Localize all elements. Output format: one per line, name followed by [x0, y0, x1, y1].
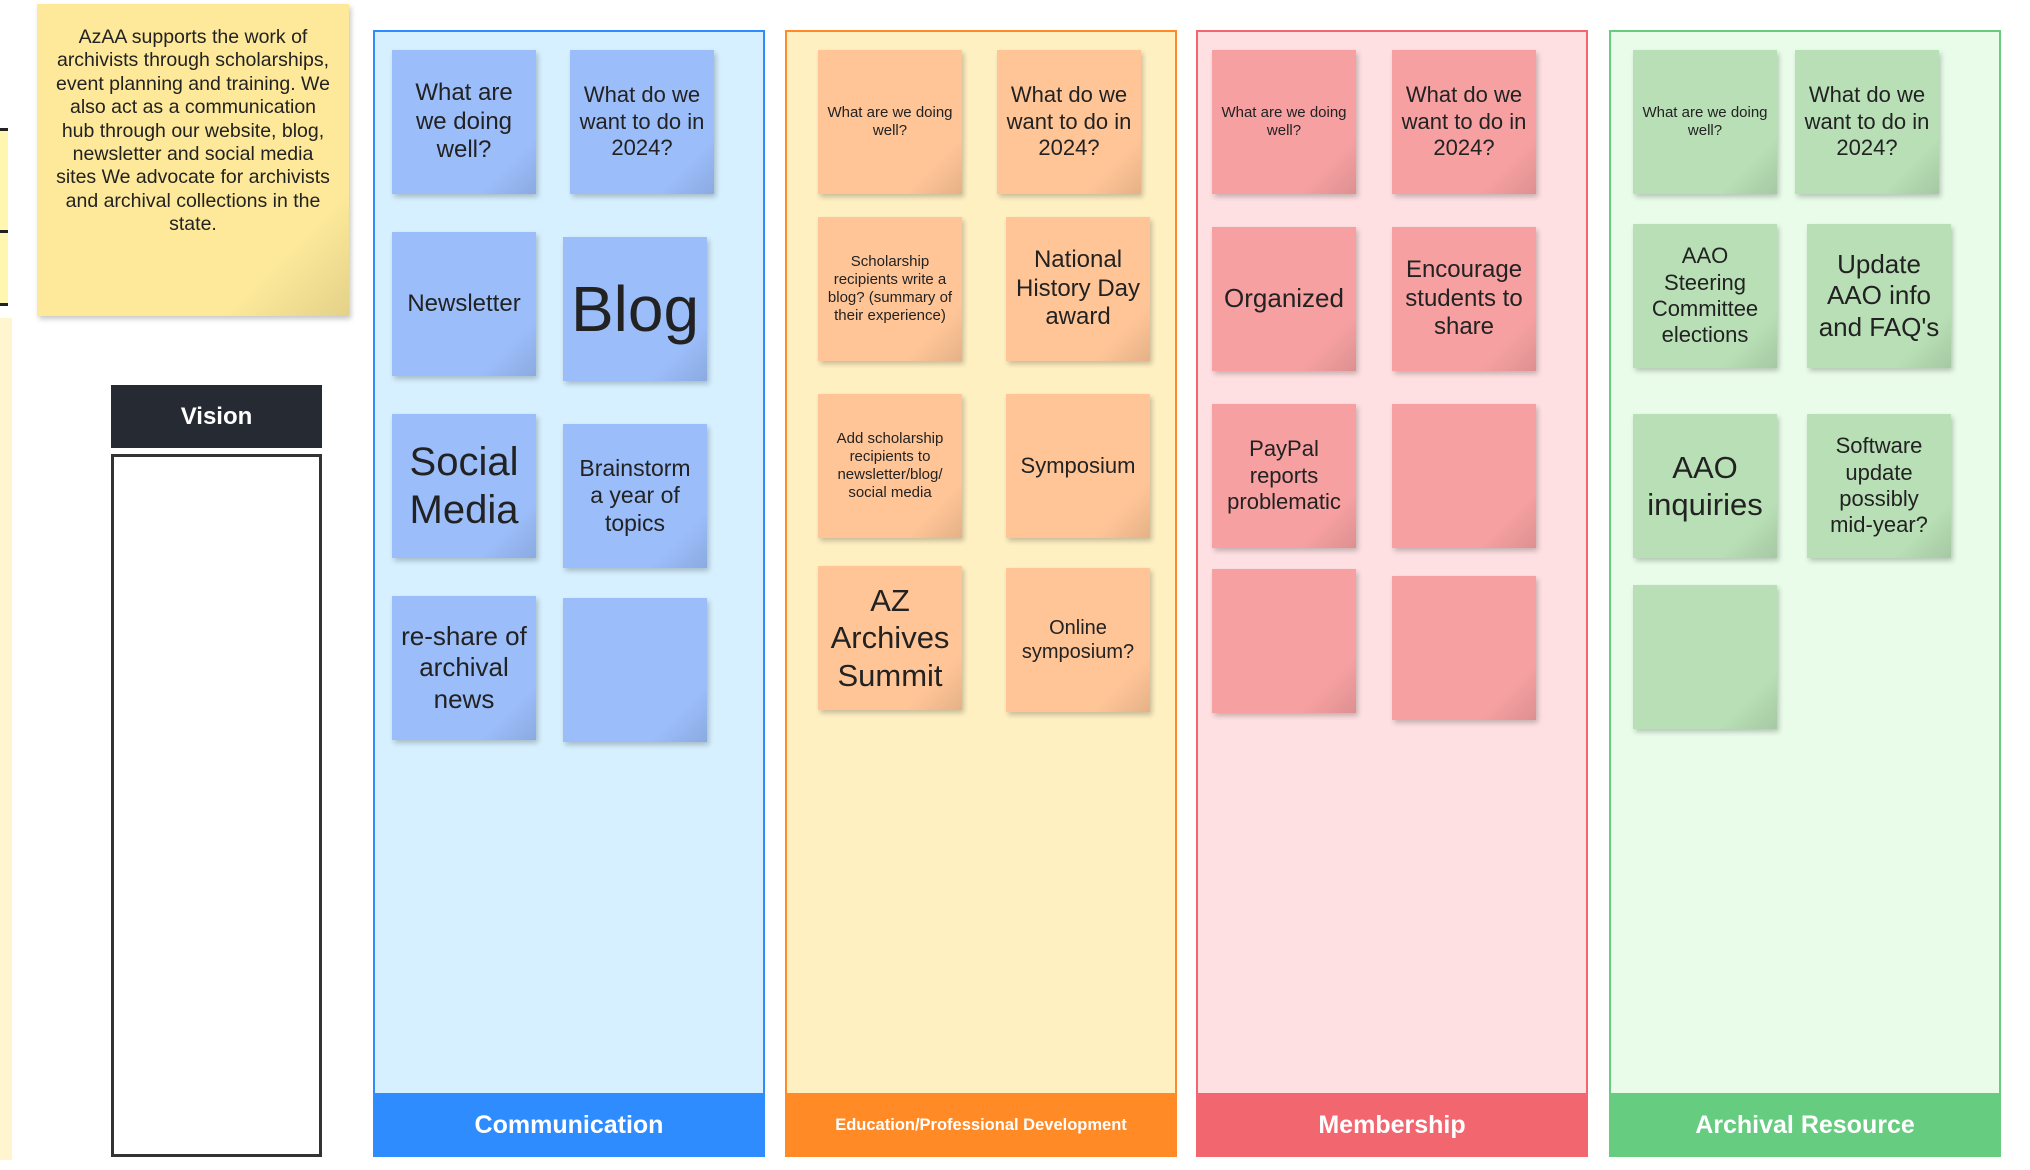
column-communication[interactable]: Communication [373, 30, 765, 1157]
offscreen-frame-edge [0, 128, 8, 306]
sticky-note[interactable]: Online symposium? [1006, 568, 1150, 712]
column-footer-archival-resource: Archival Resource [1609, 1093, 2001, 1157]
sticky-note[interactable]: Brainstorm a year of topics [563, 424, 707, 568]
column-title: Communication [474, 1110, 664, 1139]
column-footer-education: Education/Professional Development [785, 1093, 1177, 1157]
sticky-note[interactable]: Social Media [392, 414, 536, 558]
sticky-note-text: Brainstorm a year of topics [579, 454, 691, 536]
sticky-note-text: AZ Archives Summit [830, 583, 950, 693]
sticky-note-text: Organized [1224, 283, 1344, 314]
sticky-note[interactable]: Update AAO info and FAQ's [1807, 224, 1951, 368]
sticky-note[interactable]: What do we want to do in 2024? [570, 50, 714, 194]
sticky-note-empty[interactable] [1392, 576, 1536, 720]
sticky-note-text: What do we want to do in 2024? [1006, 82, 1132, 161]
sticky-note-text: What are we doing well? [827, 104, 953, 139]
sticky-note[interactable]: Blog [563, 237, 707, 381]
sticky-note[interactable]: What are we doing well? [818, 50, 962, 194]
mission-note[interactable]: AzAA supports the work of archivists thr… [37, 4, 349, 316]
sticky-note-text: Encourage students to share [1405, 255, 1523, 341]
sticky-note[interactable]: Newsletter [392, 232, 536, 376]
sticky-note[interactable]: Software update possibly mid-year? [1807, 414, 1951, 558]
sticky-note-text: Software update possibly mid-year? [1830, 433, 1928, 538]
column-title: Membership [1318, 1110, 1466, 1139]
vision-label: Vision [180, 402, 253, 430]
sticky-note[interactable]: What do we want to do in 2024? [1795, 50, 1939, 194]
sticky-note[interactable]: What do we want to do in 2024? [1392, 50, 1536, 194]
sticky-note-text: Social Media [409, 440, 519, 532]
sticky-note[interactable]: What are we doing well? [392, 50, 536, 194]
offscreen-panel-edge [0, 318, 12, 1160]
sticky-note[interactable]: Organized [1212, 227, 1356, 371]
sticky-note-text: Newsletter [407, 289, 521, 317]
sticky-note[interactable]: What are we doing well? [1212, 50, 1356, 194]
sticky-note[interactable]: AZ Archives Summit [818, 566, 962, 710]
sticky-note-text: AAO Steering Committee elections [1651, 243, 1759, 348]
sticky-note-text: AAO inquiries [1647, 449, 1763, 522]
sticky-note-text: Symposium [1020, 452, 1136, 478]
sticky-note-text: Online symposium? [1021, 617, 1135, 663]
offscreen-frame-edge-2 [0, 230, 8, 306]
sticky-note[interactable]: What are we doing well? [1633, 50, 1777, 194]
column-footer-membership: Membership [1196, 1093, 1588, 1157]
sticky-note[interactable]: AAO Steering Committee elections [1633, 224, 1777, 368]
sticky-note-text: What are we doing well? [1221, 104, 1347, 139]
sticky-note[interactable]: re-share of archival news [392, 596, 536, 740]
sticky-note[interactable]: AAO inquiries [1633, 414, 1777, 558]
mission-note-text: AzAA supports the work of archivists thr… [56, 26, 330, 236]
sticky-note-text: National History Day award [1015, 245, 1141, 331]
sticky-note[interactable]: Scholarship recipients write a blog? (su… [818, 217, 962, 361]
sticky-note-text: PayPal reports problematic [1227, 436, 1341, 515]
sticky-note-text: Update AAO info and FAQ's [1818, 249, 1940, 342]
sticky-note-text: re-share of archival news [401, 621, 527, 714]
sticky-note-text: What do we want to do in 2024? [1401, 82, 1527, 161]
sticky-note-empty[interactable] [1212, 569, 1356, 713]
sticky-note-empty[interactable] [563, 598, 707, 742]
sticky-note[interactable]: What do we want to do in 2024? [997, 50, 1141, 194]
vision-panel[interactable] [111, 454, 322, 1157]
sticky-note[interactable]: Encourage students to share [1392, 227, 1536, 371]
column-footer-communication: Communication [373, 1093, 765, 1157]
sticky-note-text: Add scholarship recipients to newsletter… [836, 430, 944, 501]
sticky-note-text: Blog [570, 272, 700, 345]
column-title: Archival Resource [1695, 1110, 1915, 1139]
sticky-note-text: Scholarship recipients write a blog? (su… [827, 253, 953, 324]
sticky-note[interactable]: National History Day award [1006, 217, 1150, 361]
sticky-note-empty[interactable] [1633, 585, 1777, 729]
sticky-note-text: What are we doing well? [415, 78, 513, 164]
column-title: Education/Professional Development [835, 1115, 1127, 1134]
sticky-note[interactable]: PayPal reports problematic [1212, 404, 1356, 548]
sticky-note-empty[interactable] [1392, 404, 1536, 548]
sticky-note-text: What do we want to do in 2024? [1804, 82, 1930, 161]
sticky-note[interactable]: Symposium [1006, 394, 1150, 538]
sticky-note-text: What do we want to do in 2024? [579, 82, 705, 161]
vision-header: Vision [111, 385, 322, 448]
sticky-note-text: What are we doing well? [1642, 104, 1768, 139]
sticky-note[interactable]: Add scholarship recipients to newsletter… [818, 394, 962, 538]
